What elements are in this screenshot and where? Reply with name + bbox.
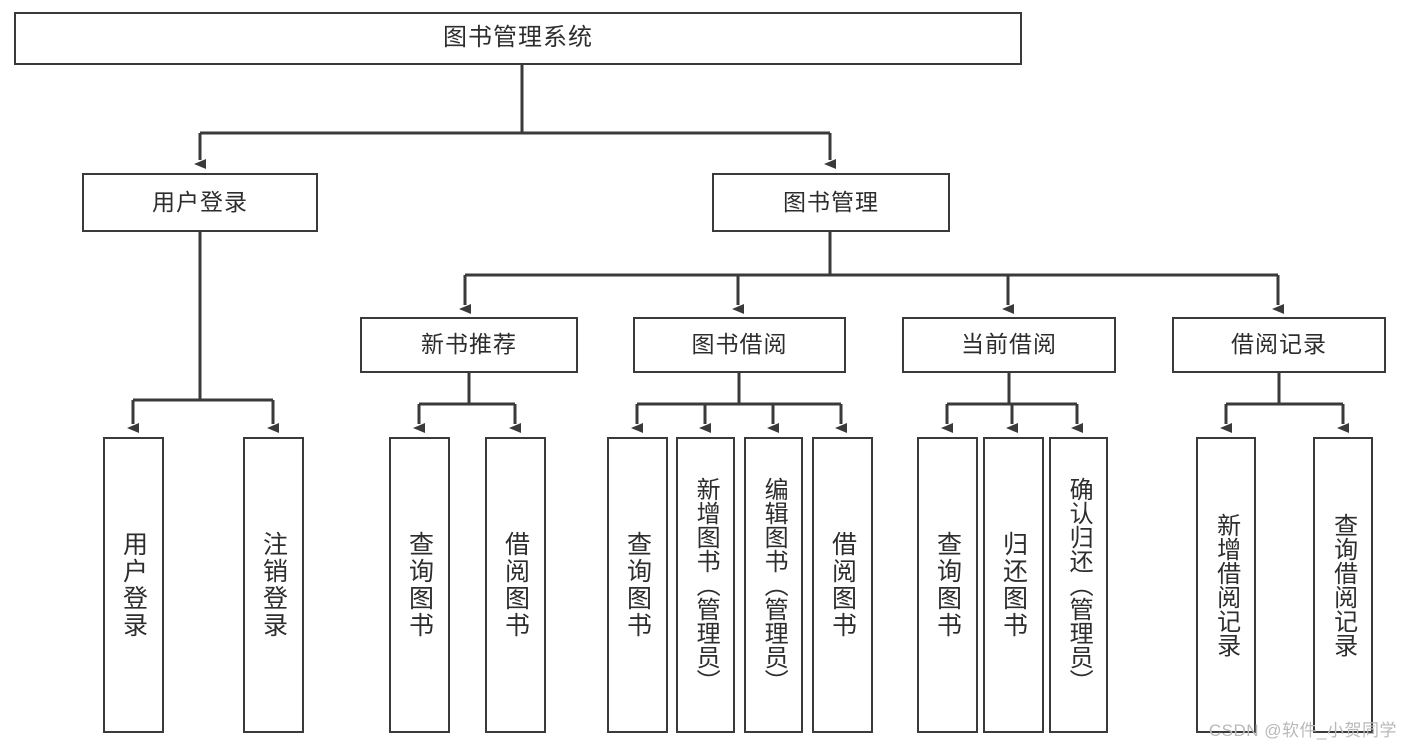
node-borrow-record[interactable]: 借阅记录 xyxy=(1172,317,1386,373)
node-book-borrow[interactable]: 图书借阅 xyxy=(633,317,846,373)
leaf-return-book[interactable]: 归还图书 xyxy=(983,437,1044,733)
leaf-query-book-3[interactable]: 查询图书 xyxy=(917,437,978,733)
node-user-login[interactable]: 用户登录 xyxy=(82,173,318,232)
watermark: CSDN @软件_小贺同学 xyxy=(1208,721,1397,740)
leaf-borrow-book-2[interactable]: 借阅图书 xyxy=(812,437,873,733)
node-root[interactable]: 图书管理系统 xyxy=(14,12,1022,65)
leaf-borrow-book-1[interactable]: 借阅图书 xyxy=(485,437,546,733)
leaf-query-record[interactable]: 查询借阅记录 xyxy=(1313,437,1373,733)
node-current-borrow[interactable]: 当前借阅 xyxy=(902,317,1116,373)
leaf-query-book-2[interactable]: 查询图书 xyxy=(607,437,668,733)
leaf-add-book[interactable]: 新增图书（管理员） xyxy=(676,437,735,733)
leaf-logout[interactable]: 注销登录 xyxy=(243,437,304,733)
node-new-book-recommend[interactable]: 新书推荐 xyxy=(360,317,578,373)
leaf-user-login[interactable]: 用户登录 xyxy=(103,437,164,733)
node-book-management[interactable]: 图书管理 xyxy=(712,173,950,232)
leaf-add-record[interactable]: 新增借阅记录 xyxy=(1196,437,1256,733)
leaf-confirm-return[interactable]: 确认归还（管理员） xyxy=(1049,437,1108,733)
leaf-query-book-1[interactable]: 查询图书 xyxy=(389,437,450,733)
leaf-edit-book[interactable]: 编辑图书（管理员） xyxy=(744,437,803,733)
